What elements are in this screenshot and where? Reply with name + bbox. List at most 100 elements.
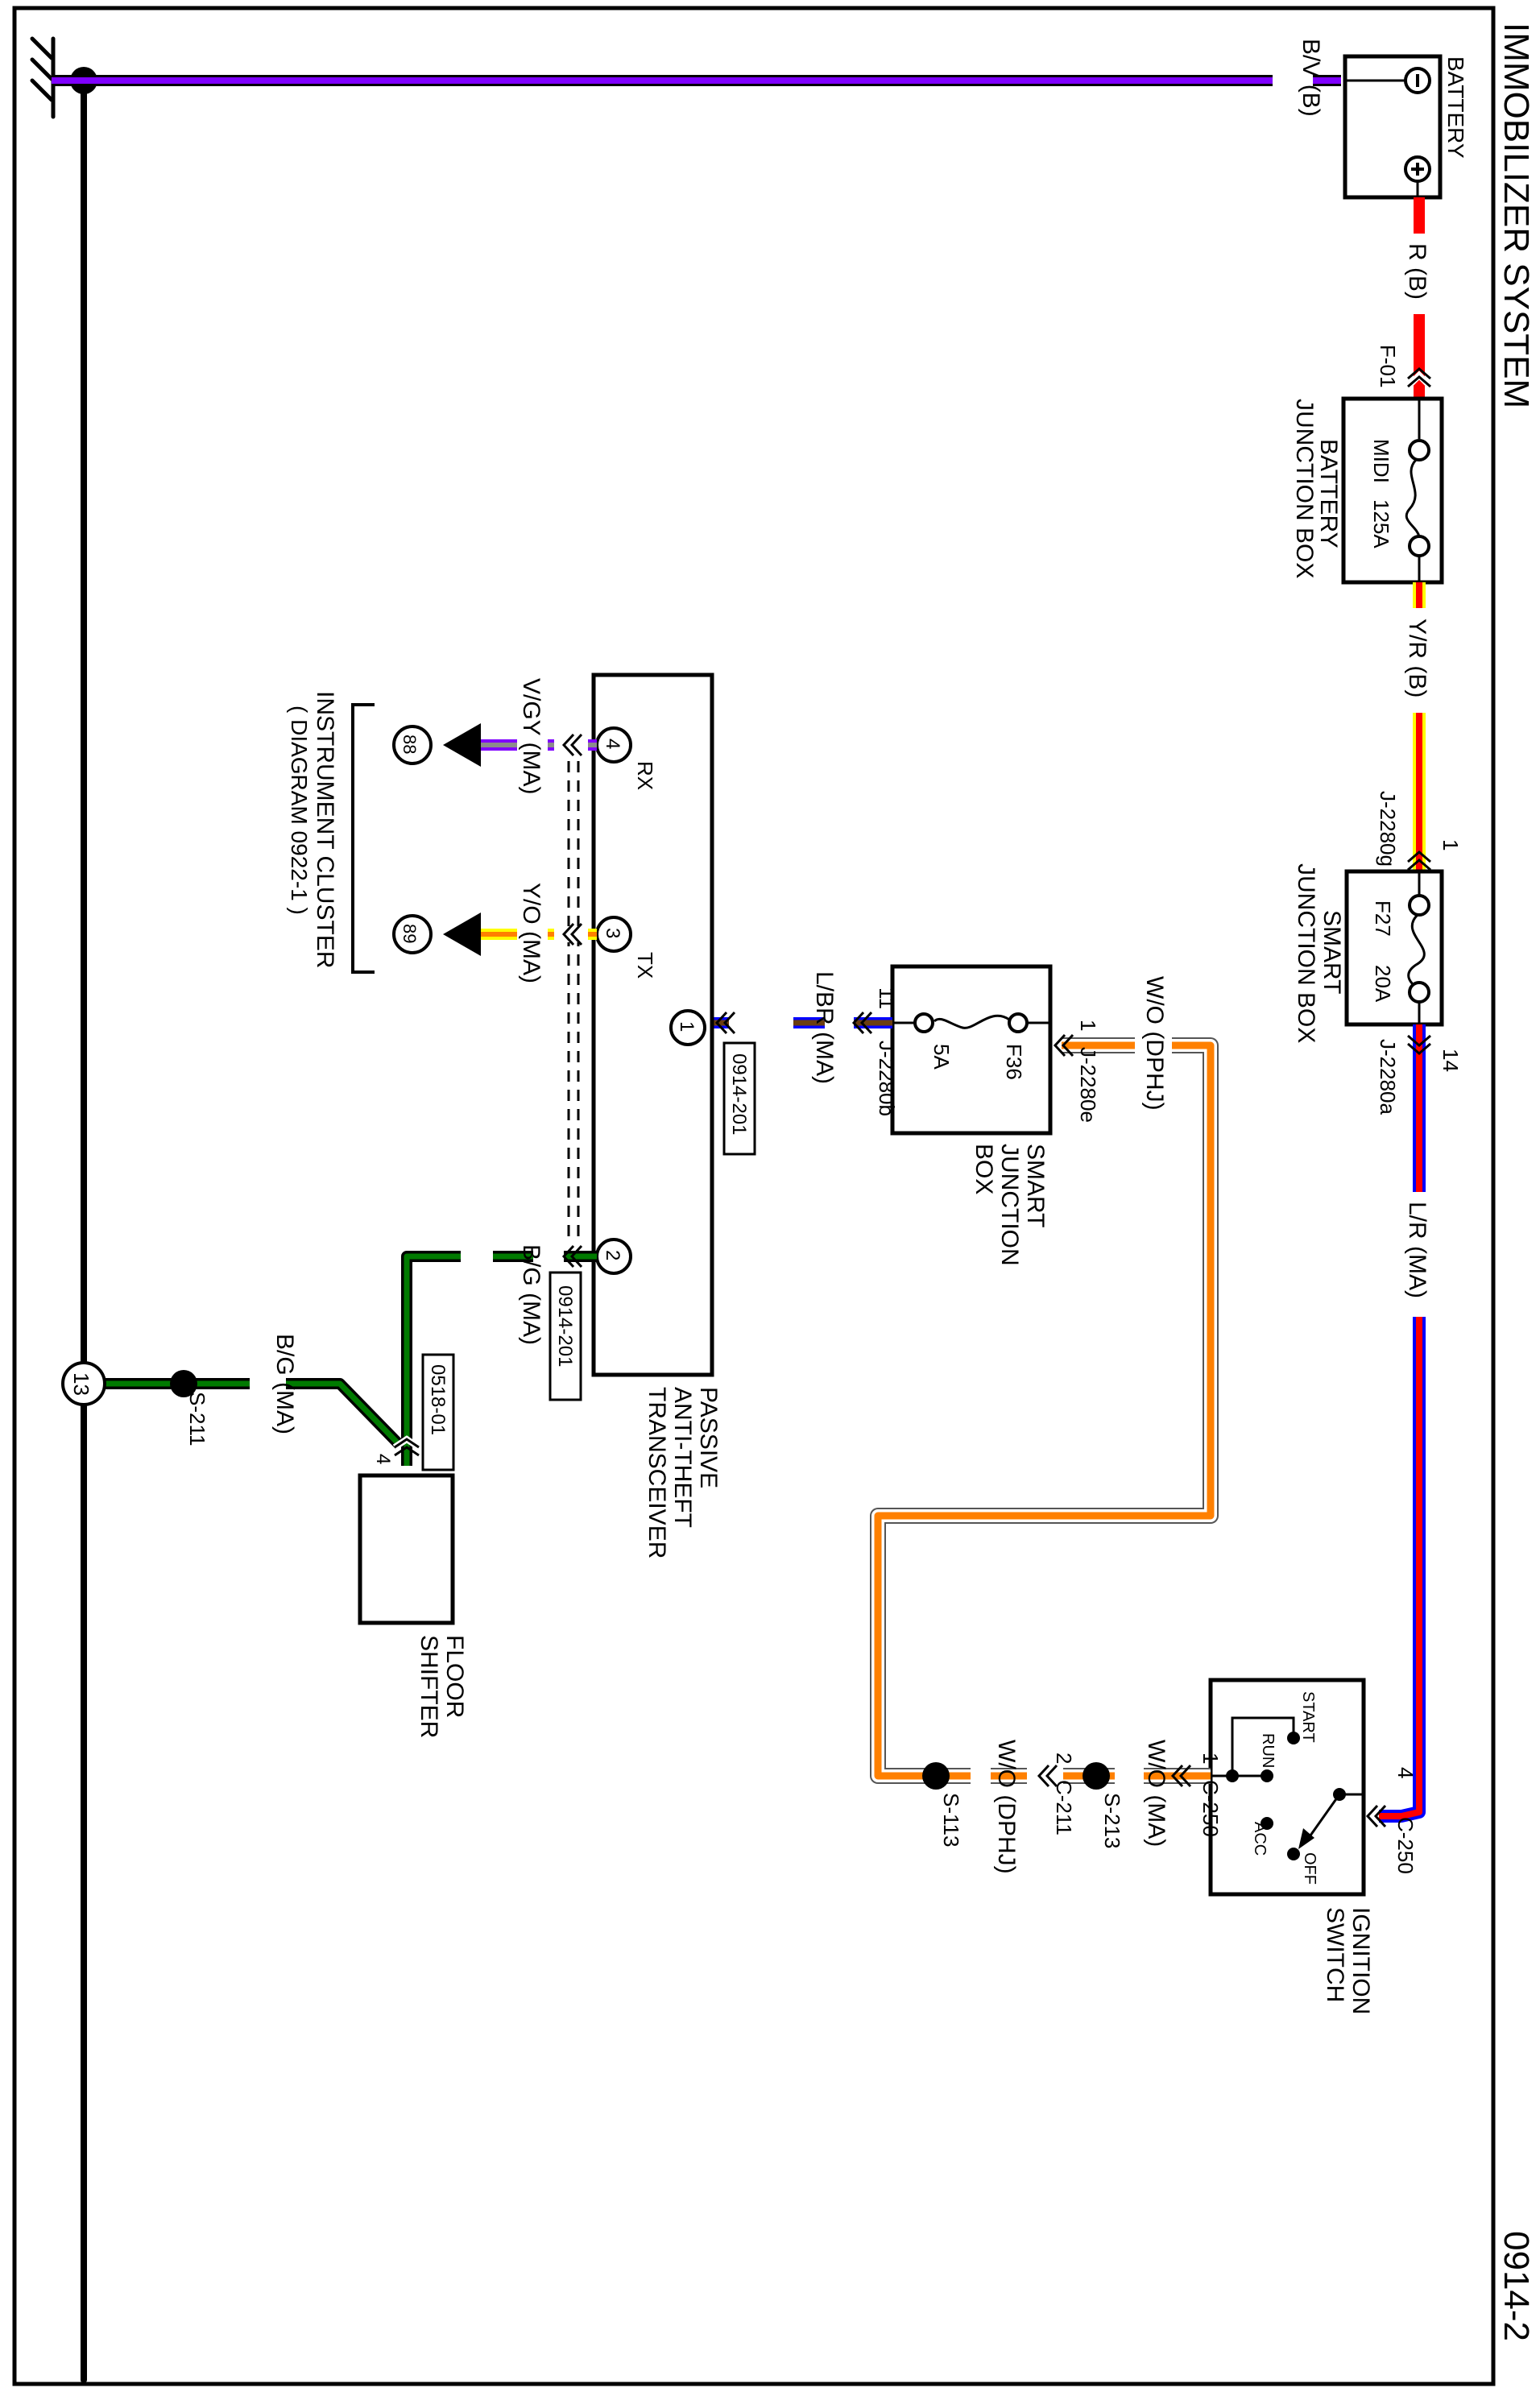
ref-0914-201-b: 0914-201 xyxy=(554,1285,576,1367)
transceiver-pin-2: 2 xyxy=(602,1250,623,1260)
pin-j2280b: 11 xyxy=(875,987,899,1009)
fuse-f27-rating: 20A xyxy=(1371,965,1395,1003)
connector-c211-icon xyxy=(1037,1764,1058,1788)
smart-junction-box-f36 xyxy=(890,964,1053,1136)
splice-s213 xyxy=(1083,1762,1110,1790)
pin-j2280e: 1 xyxy=(1076,1020,1100,1031)
battery-junction-box xyxy=(1341,396,1444,585)
switch-arrow-icon xyxy=(1298,1828,1314,1849)
fuse-icon xyxy=(1405,458,1421,537)
ign-pos-off: OFF xyxy=(1301,1852,1319,1885)
pin-c250-in: 4 xyxy=(1393,1767,1418,1778)
wire-label-r-b: R (B) xyxy=(1404,243,1430,300)
ign-pos-run: RUN xyxy=(1259,1733,1277,1768)
instrument-cluster-bracket xyxy=(351,703,375,974)
connector-tx-icon xyxy=(561,922,583,946)
connector-j2280g: J-2280g xyxy=(1376,791,1400,867)
transceiver-label-3: TRANSCEIVER xyxy=(644,1387,670,1558)
cluster-pin-89-circle xyxy=(392,914,433,954)
transceiver-rx: RX xyxy=(633,761,657,790)
pin-j2280a: 14 xyxy=(1439,1049,1463,1072)
ignition-switch-label-2: SWITCH xyxy=(1322,1907,1348,2002)
ignition-switch xyxy=(1208,1678,1366,1897)
cluster-pin-88: 88 xyxy=(399,735,420,754)
fuse-f36-rating: 5A xyxy=(929,1044,954,1070)
connector-j2280a-icon xyxy=(1407,1034,1431,1055)
page-title: IMMOBILIZER SYSTEM xyxy=(1497,23,1536,408)
wire-label-wo-dphj-a: W/O (DPHJ) xyxy=(1141,976,1168,1111)
transceiver-pin-4: 4 xyxy=(602,739,623,749)
battery-jb-label-1: BATTERY xyxy=(1315,439,1342,548)
connector-rx-icon xyxy=(561,733,583,757)
pin-c250-out: 1 xyxy=(1198,1753,1223,1764)
wire-label-lr-ma: L/R (MA) xyxy=(1404,1202,1430,1298)
arrow-to-88-icon xyxy=(443,723,481,767)
ref-box-0914-201-a xyxy=(722,1041,756,1156)
ground-point-13-circle xyxy=(61,1361,106,1406)
wire-label-yr-b: Y/R (B) xyxy=(1404,619,1430,697)
fuse-icon xyxy=(933,1014,1010,1029)
cluster-pin-88-circle xyxy=(392,725,433,765)
chassis-ground-icon xyxy=(30,36,56,119)
ign-pos-acc: ACC xyxy=(1251,1822,1269,1856)
connector-j2280b: J-2280b xyxy=(875,1041,899,1116)
transceiver-pin-3: 3 xyxy=(602,928,623,938)
wire-label-yo-ma: Y/O (MA) xyxy=(518,883,544,983)
pin-j2280g: 1 xyxy=(1439,839,1463,850)
instrument-cluster-label-1: INSTRUMENT CLUSTER xyxy=(312,691,338,968)
connector-c250-out-icon xyxy=(1170,1764,1192,1788)
connector-j2280b-icon xyxy=(851,1011,873,1035)
connector-f01-icon xyxy=(1405,367,1433,389)
cluster-pin-89: 89 xyxy=(399,924,420,943)
ref-box-0518-01 xyxy=(421,1353,455,1471)
splice-s213-label: S-213 xyxy=(1100,1793,1124,1848)
wire-label-bv-b: B/V (B) xyxy=(1298,39,1324,117)
arrow-to-89-icon xyxy=(443,913,481,956)
page-number: 0914-2 xyxy=(1497,2231,1536,2341)
page-frame xyxy=(12,6,1496,2386)
smart-jb-top-label-1: SMART xyxy=(1319,910,1345,994)
connector-pin2-icon xyxy=(561,1244,583,1268)
instrument-cluster-label-2: ( DIAGRAM 0922-1 ) xyxy=(287,706,312,915)
smart-jb-mid-label-2: JUNCTION xyxy=(996,1144,1023,1266)
connector-j2280g-icon xyxy=(1407,850,1431,871)
wire-label-wo-dphj-b: W/O (DPHJ) xyxy=(993,1740,1020,1874)
battery-jb-label-2: JUNCTION BOX xyxy=(1291,399,1318,578)
ref-box-0914-201-b xyxy=(549,1271,582,1401)
switch-acc-contact xyxy=(1261,1817,1273,1830)
transceiver-label-2: ANTI-THEFT xyxy=(669,1387,696,1528)
pin-c211: 2 xyxy=(1052,1753,1076,1764)
smart-junction-box-f27 xyxy=(1344,869,1444,1027)
wire-bv-b xyxy=(52,68,1341,93)
transceiver-pin-1: 1 xyxy=(676,1021,698,1032)
wire-label-wo-ma: W/O (MA) xyxy=(1143,1740,1169,1847)
splice-s113-label: S-113 xyxy=(939,1793,963,1847)
wire-label-vgy-ma: V/GY (MA) xyxy=(518,678,544,794)
floor-shifter-label-2: SHIFTER xyxy=(416,1635,442,1738)
fuse-f27-name: F27 xyxy=(1371,900,1395,937)
connector-c250-in-icon xyxy=(1365,1804,1387,1828)
connector-j2280e: J-2280e xyxy=(1076,1047,1100,1123)
connector-c250-in: C-250 xyxy=(1393,1817,1418,1874)
floor-shifter xyxy=(358,1473,455,1625)
floor-shifter-label-1: FLOOR xyxy=(441,1635,468,1718)
ref-0914-201-a: 0914-201 xyxy=(728,1053,750,1135)
smart-jb-mid-label-1: SMART xyxy=(1022,1144,1049,1227)
wire-label-bg-ma-a: B/G (MA) xyxy=(518,1244,544,1345)
connector-j2280a: J-2280a xyxy=(1376,1039,1400,1115)
fuse-midi-name: MIDI xyxy=(1369,439,1393,483)
wire-lr-ma xyxy=(1379,1024,1426,1823)
pin-1-circle xyxy=(669,1009,706,1046)
transceiver-label-1: PASSIVE xyxy=(695,1387,722,1488)
smart-jb-top-label-2: JUNCTION BOX xyxy=(1293,863,1319,1043)
connector-0518-01-icon xyxy=(392,1435,421,1457)
ref-0518-01: 0518-01 xyxy=(427,1364,449,1435)
smart-jb-mid-label-3: BOX xyxy=(971,1144,997,1194)
splice-s211-label: S-211 xyxy=(185,1392,209,1446)
connector-c211: C-211 xyxy=(1052,1780,1076,1835)
connector-c250-out: C-250 xyxy=(1198,1780,1223,1837)
splice-s113 xyxy=(922,1762,950,1790)
floor-shifter-pin: 4 xyxy=(372,1454,394,1464)
battery xyxy=(1343,54,1443,200)
